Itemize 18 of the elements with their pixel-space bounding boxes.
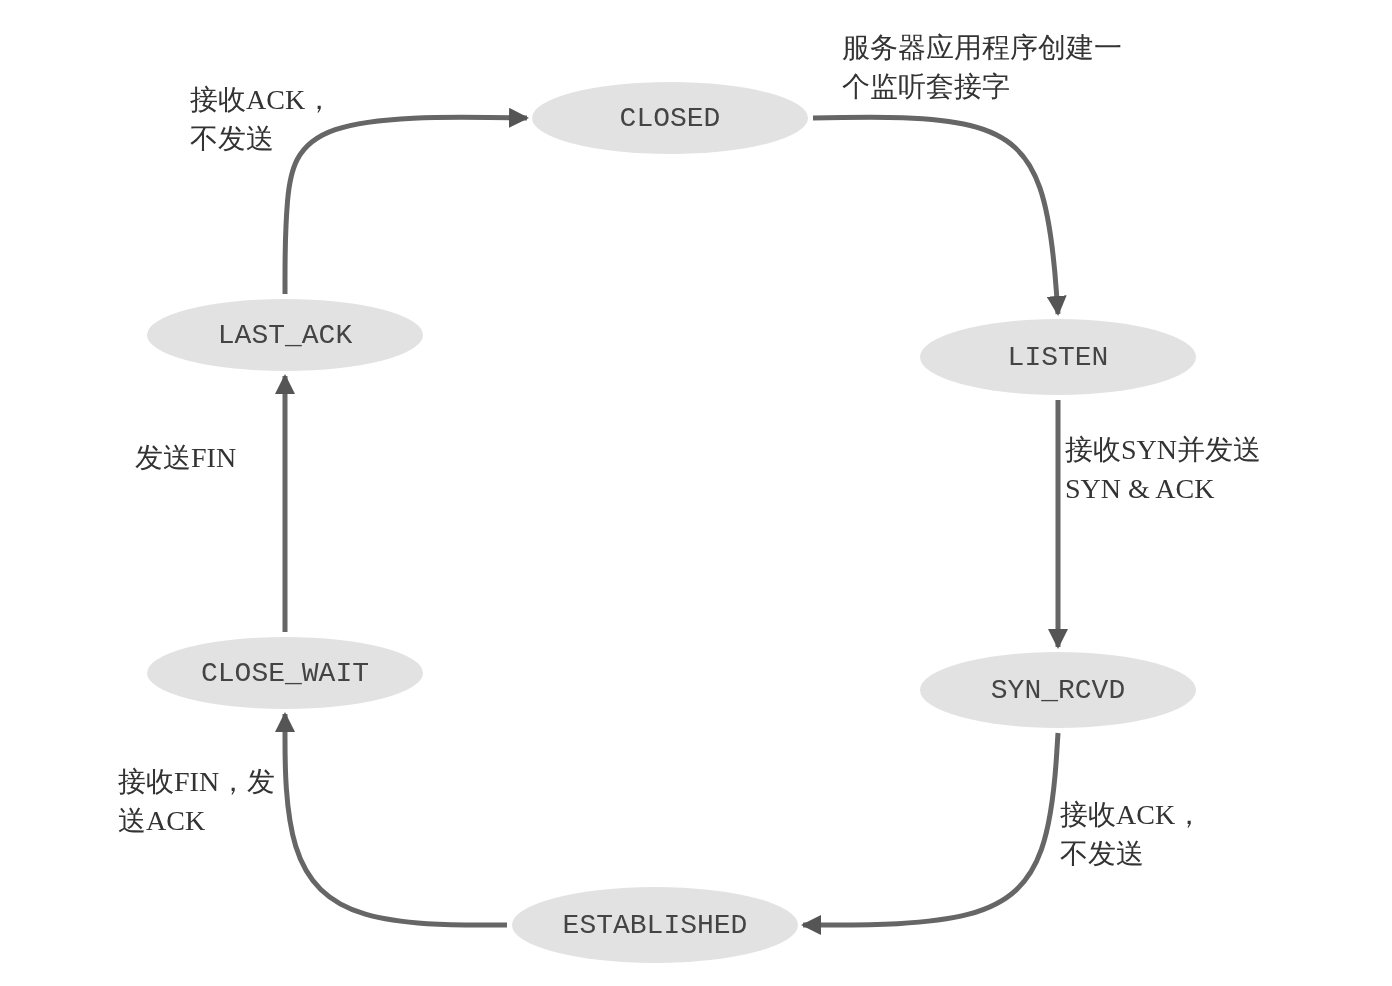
- edge-label: 接收SYN并发送 SYN & ACK: [1065, 433, 1262, 507]
- state-name: CLOSED: [619, 102, 721, 134]
- arrow: [282, 107, 529, 294]
- state-name: CLOSE_WAIT: [201, 657, 369, 689]
- arrow: [801, 732, 1061, 935]
- edge-label: 接收ACK，不发送: [1060, 798, 1205, 872]
- edge-label: 服务器应用程序创建一个监听套接字: [842, 31, 1123, 105]
- edge-label: 发送FIN: [135, 441, 238, 475]
- state-name: LISTEN: [1007, 341, 1109, 373]
- state-name: ESTABLISHED: [562, 909, 748, 941]
- arrow: [812, 114, 1067, 316]
- edge-label: 接收FIN，发送ACK: [118, 765, 277, 839]
- state-name: LAST_ACK: [217, 319, 353, 351]
- edge-label: 接收ACK，不发送: [190, 83, 335, 157]
- arrow: [1048, 400, 1068, 649]
- arrow: [275, 712, 507, 928]
- state-name: SYN_RCVD: [990, 674, 1126, 706]
- arrow: [275, 374, 295, 632]
